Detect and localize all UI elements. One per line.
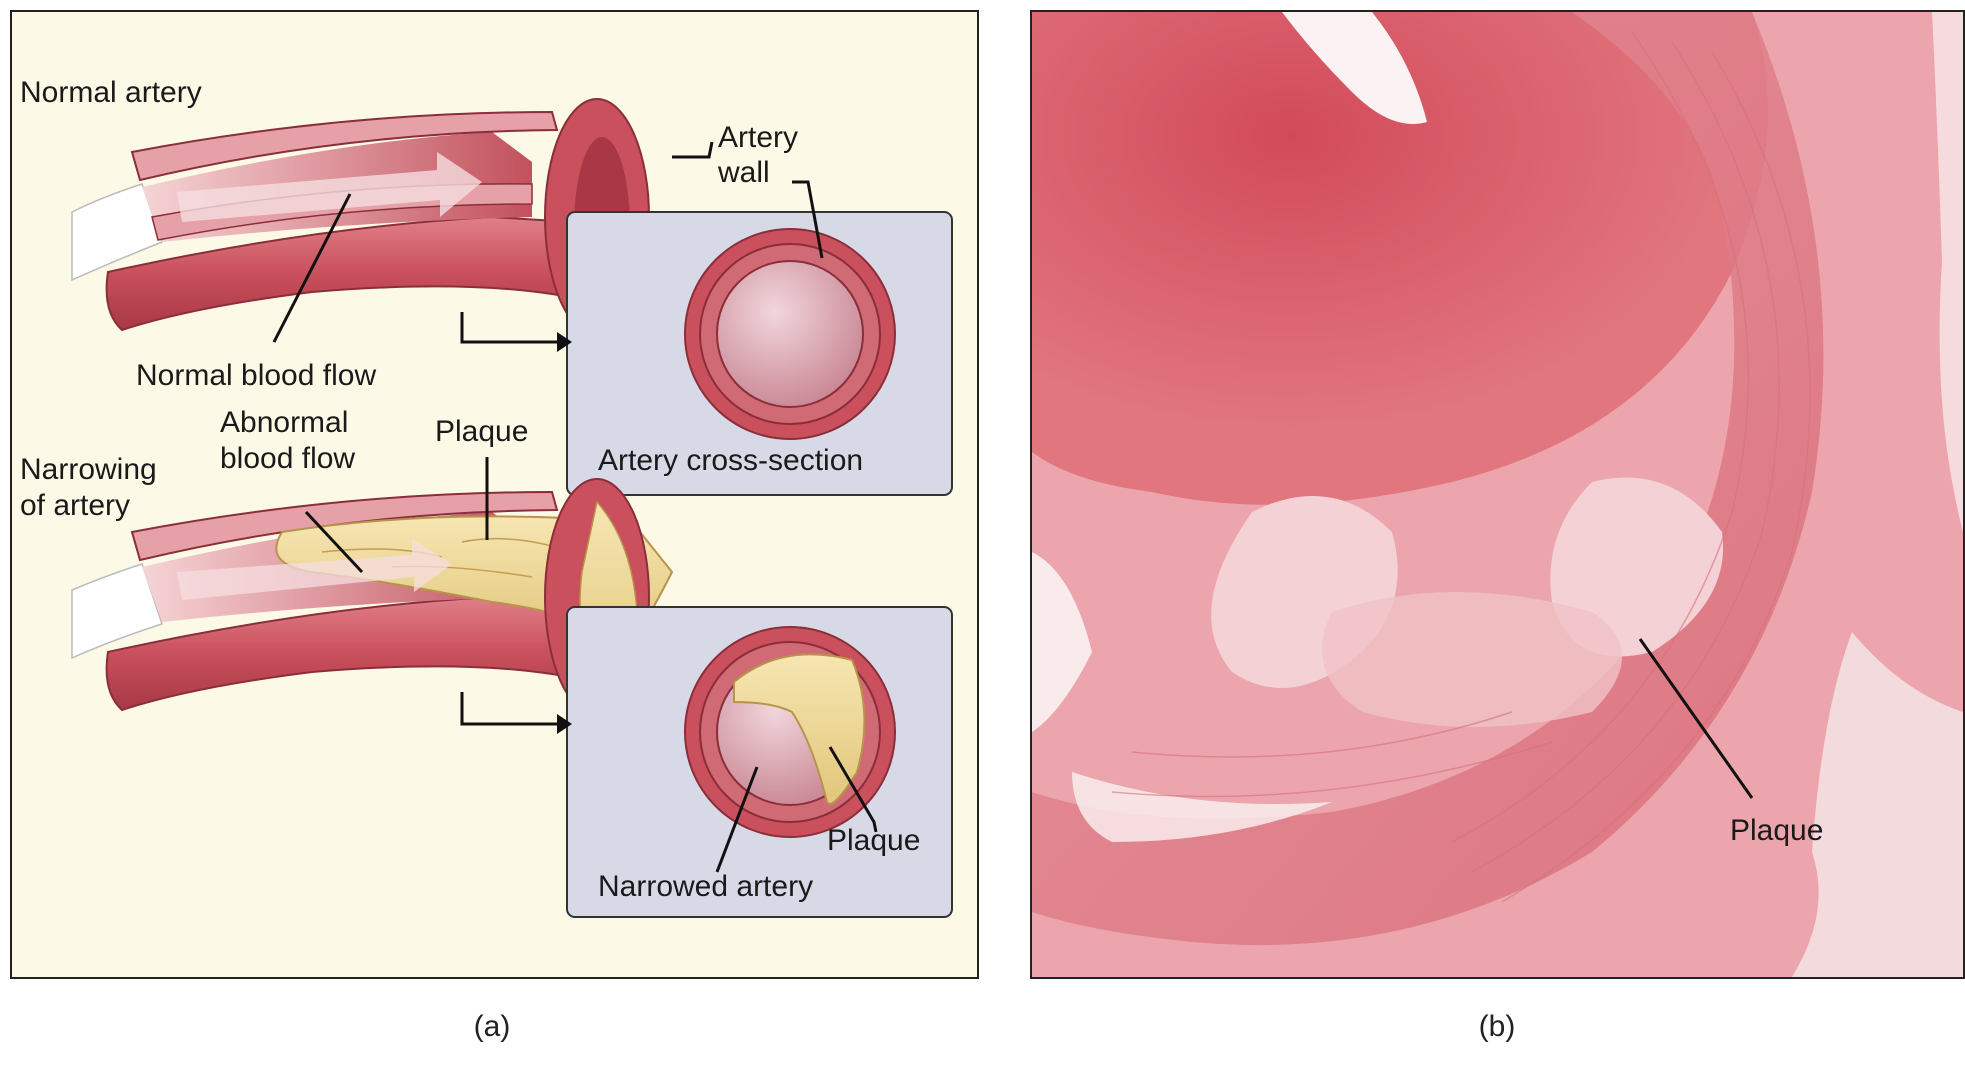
label-narrowing-line1: Narrowing [20,453,157,486]
label-normal-blood-flow: Normal blood flow [136,359,376,392]
label-plaque-micrograph: Plaque [1730,814,1823,847]
caption-a: (a) [473,1010,511,1043]
label-artery-cross-section: Artery cross-section [598,444,863,477]
label-plaque-cross: Plaque [827,824,920,857]
caption-b: (b) [1478,1010,1516,1043]
label-abnormal-line2: blood flow [220,442,355,475]
artery-illustration: Normal artery Artery wall Normal blood f… [20,76,953,918]
label-artery-wall-line2: wall [717,156,770,189]
inset-artery-cross-section [566,211,953,496]
label-abnormal-line1: Abnormal [220,406,348,439]
normal-artery-tube [71,98,650,336]
label-plaque-top: Plaque [435,415,528,448]
label-normal-artery: Normal artery [20,76,202,109]
panel-a-illustration: Normal artery Artery wall Normal blood f… [10,10,979,979]
inset-narrowed-cross-section [566,606,953,918]
label-artery-wall-line1: Artery [718,121,798,154]
panel-b-micrograph: Plaque [1030,10,1965,979]
label-narrowing-line2: of artery [20,489,130,522]
label-narrowed-artery: Narrowed artery [598,870,813,903]
plaque-micrograph: Plaque [1032,12,1963,977]
